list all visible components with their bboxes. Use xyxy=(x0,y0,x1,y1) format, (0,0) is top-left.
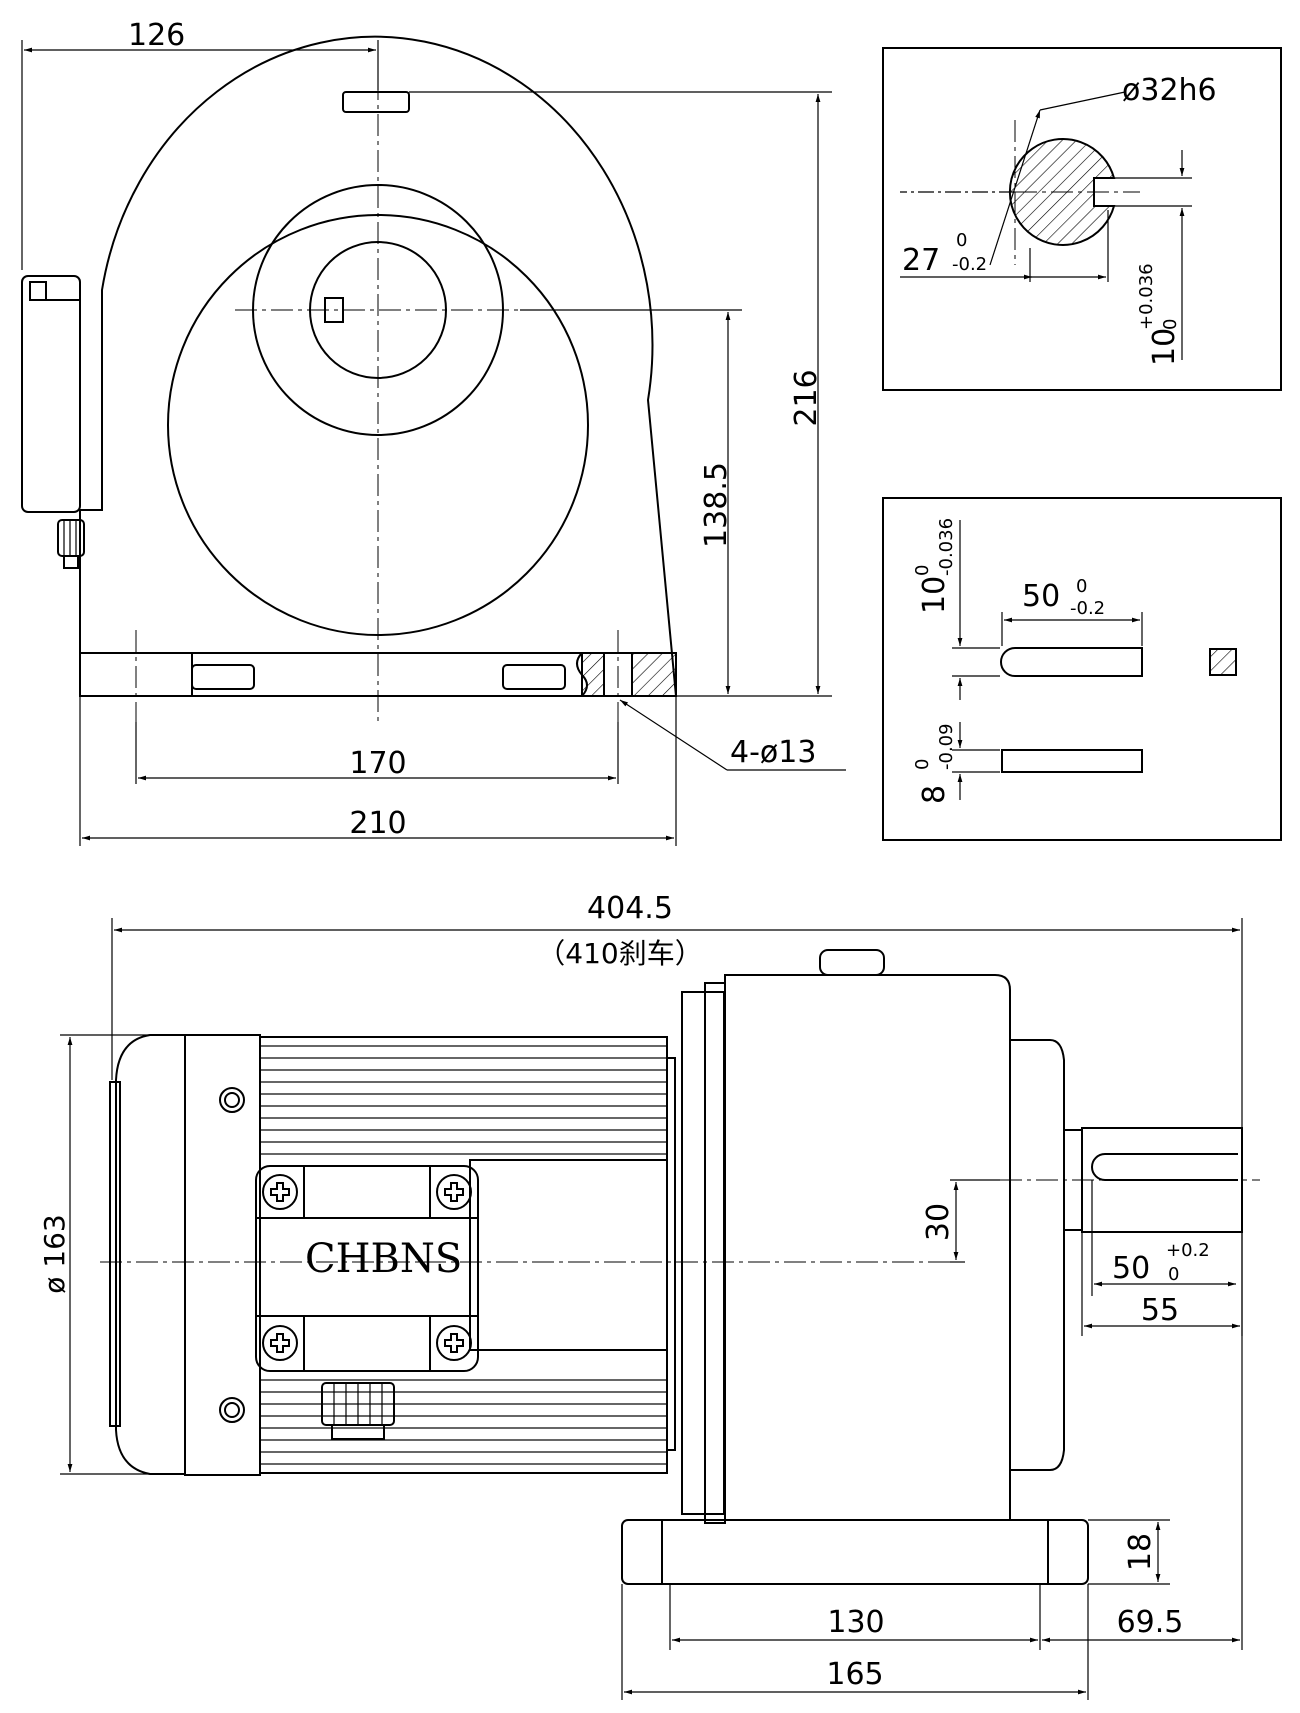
output-flange xyxy=(1010,1039,1065,1471)
panel-border-2 xyxy=(882,497,1282,841)
top-cap xyxy=(342,91,410,113)
cooling-fins-top xyxy=(259,1045,668,1155)
dim-170: 170 xyxy=(349,746,406,781)
dim-27: 27 xyxy=(902,243,940,278)
svg-text:0: 0 xyxy=(912,565,933,576)
gearbox-flange xyxy=(681,991,725,1515)
phillips-screw-3 xyxy=(262,1325,298,1361)
dim-138-5: 138.5 xyxy=(699,462,734,548)
bolt-break xyxy=(576,652,588,697)
foot-slot-right xyxy=(502,664,566,690)
dim-holes: 4-ø13 xyxy=(730,735,816,770)
svg-text:-0.2: -0.2 xyxy=(1070,598,1105,619)
svg-text:0: 0 xyxy=(1076,576,1087,597)
side-view: CHBNS xyxy=(100,949,1260,1585)
svg-text:0: 0 xyxy=(1160,319,1181,330)
dim-50-slot: 50 xyxy=(1112,1251,1150,1286)
terminal-box xyxy=(21,275,81,513)
side-terminal-box xyxy=(255,1165,479,1372)
shaft-section-panel: ø32h6 27 0 -0.2 10 +0.036 0 xyxy=(882,47,1282,391)
dim-10-b: 10 xyxy=(917,576,952,614)
front-dimensions: 126 216 138.5 170 210 4-ø13 xyxy=(21,18,846,846)
phillips-screw-2 xyxy=(436,1174,472,1210)
svg-text:-0.036: -0.036 xyxy=(936,518,957,576)
svg-text:+0.2: +0.2 xyxy=(1166,1240,1210,1261)
dim-410-brake: （410刹车） xyxy=(537,937,702,970)
dim-130: 130 xyxy=(827,1605,884,1640)
key-panel: 50 0 -0.2 10 0 -0.036 8 0 -0.09 xyxy=(882,497,1282,841)
dim-210: 210 xyxy=(349,806,406,841)
dim-30: 30 xyxy=(921,1203,956,1241)
svg-text:0: 0 xyxy=(956,230,967,251)
motor-flange xyxy=(184,1034,261,1476)
foot-slot-left xyxy=(191,664,255,690)
dim-216: 216 xyxy=(789,369,824,426)
dim-motor-dia: ø 163 xyxy=(38,1214,71,1293)
panel-border-1 xyxy=(882,47,1282,391)
dim-55: 55 xyxy=(1141,1293,1179,1328)
svg-text:+0.036: +0.036 xyxy=(1136,263,1157,330)
phillips-screw-4 xyxy=(436,1325,472,1361)
dim-404-5: 404.5 xyxy=(587,891,673,926)
front-view xyxy=(21,35,678,722)
key-flat xyxy=(1001,749,1143,773)
housing-outline xyxy=(79,35,678,697)
dim-10-a: 10 xyxy=(1147,328,1182,366)
motor-end-cap xyxy=(115,1034,185,1475)
phillips-screw-1 xyxy=(262,1174,298,1210)
dim-18: 18 xyxy=(1123,1533,1158,1571)
svg-text:-0.2: -0.2 xyxy=(952,254,987,275)
shaft-keyway xyxy=(1091,1153,1238,1181)
side-base xyxy=(621,1519,1089,1585)
side-dimensions: 404.5 （410刹车） ø 163 30 50 +0.2 0 55 18 1… xyxy=(38,891,1243,1700)
gearbox-body xyxy=(724,974,1011,1521)
adapter-ring xyxy=(666,1057,676,1451)
key-section-square xyxy=(1209,648,1237,676)
flange-screw-top xyxy=(219,1087,245,1113)
svg-text:0: 0 xyxy=(912,759,933,770)
dim-165: 165 xyxy=(826,1657,883,1692)
svg-text:-0.09: -0.09 xyxy=(936,723,957,770)
dim-126: 126 xyxy=(128,18,185,53)
dim-69-5: 69.5 xyxy=(1117,1605,1184,1640)
dim-50-key: 50 xyxy=(1022,579,1060,614)
flange-screw-bottom xyxy=(219,1397,245,1423)
side-top-cap xyxy=(819,949,885,976)
brand-label: CHBNS xyxy=(305,1236,462,1282)
dim-shaft-dia: ø32h6 xyxy=(1122,73,1217,108)
svg-text:0: 0 xyxy=(1168,1264,1179,1285)
dim-8: 8 xyxy=(917,785,952,804)
key-rounded xyxy=(1000,647,1143,677)
